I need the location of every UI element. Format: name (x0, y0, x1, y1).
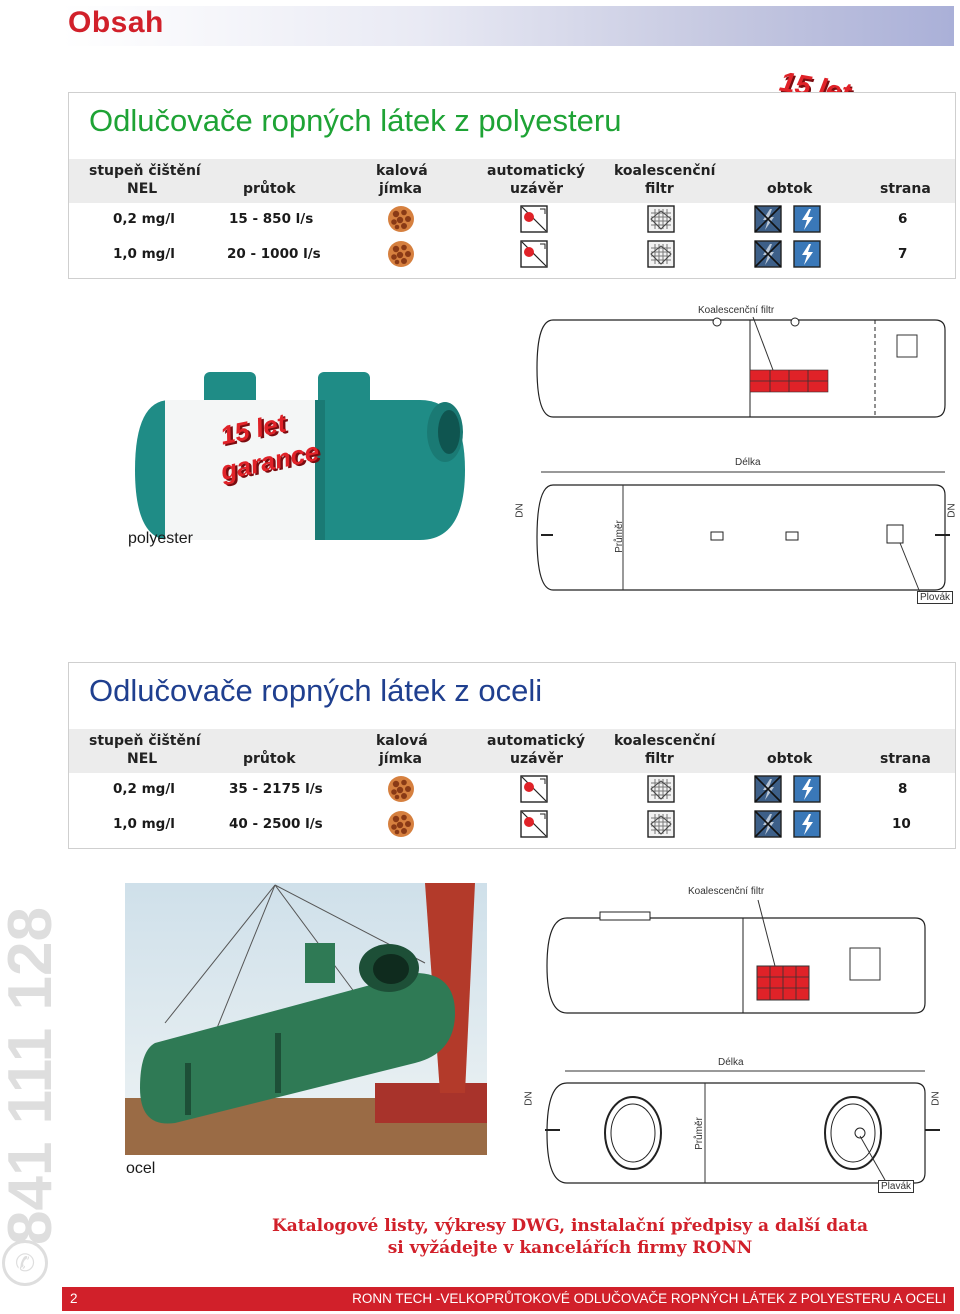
sludge-icon (387, 810, 415, 838)
col-valve-1: automatický (487, 733, 585, 749)
bypass-icon (793, 205, 821, 233)
col-sludge-2: jímka (379, 751, 422, 767)
phone-number-text: 841 111 128 (0, 907, 65, 1245)
promo-line2: si vyžádejte v kancelářích firmy RONN (387, 1238, 753, 1258)
steel-tank-photo (125, 883, 487, 1155)
page-title: Obsah (68, 6, 164, 39)
row-flow: 20 - 1000 l/s (227, 246, 321, 262)
sludge-icon (387, 775, 415, 803)
header-bar (62, 6, 954, 46)
row-nel: 0,2 mg/l (113, 211, 175, 227)
filter-icon (647, 775, 675, 803)
label-float: Plavák (878, 1180, 915, 1193)
no-bypass-icon (754, 775, 782, 803)
label-dn-left: DN (523, 1091, 535, 1106)
polyester-caption: polyester (128, 530, 193, 547)
steel-panel: Odlučovače ropných látek z oceli stupeň … (68, 662, 956, 849)
row-page: 7 (898, 246, 908, 262)
table-row: 1,0 mg/l 40 - 2500 l/s 10 (69, 809, 955, 839)
label-dn-right: DN (946, 503, 958, 518)
no-bypass-icon (754, 205, 782, 233)
table-row: 0,2 mg/l 35 - 2175 l/s 8 (69, 774, 955, 804)
no-bypass-icon (754, 240, 782, 268)
table-row: 0,2 mg/l 15 - 850 l/s 6 (69, 204, 955, 234)
row-nel: 0,2 mg/l (113, 781, 175, 797)
col-filter-1: koalescenční (614, 733, 716, 749)
row-flow: 15 - 850 l/s (229, 211, 314, 227)
label-filter: Koalescenční filtr (698, 305, 775, 316)
row-flow: 35 - 2175 l/s (229, 781, 323, 797)
steel-caption: ocel (126, 1160, 156, 1177)
filter-icon (647, 810, 675, 838)
bypass-icon (793, 775, 821, 803)
row-flow: 40 - 2500 l/s (229, 816, 323, 832)
label-length: Délka (735, 457, 761, 468)
col-sludge-1: kalová (376, 733, 428, 749)
col-valve-1: automatický (487, 163, 585, 179)
valve-icon (520, 775, 548, 803)
label-float: Plovák (917, 591, 954, 604)
steel-title: Odlučovače ropných látek z oceli (89, 673, 543, 708)
phone-number: 841 111 128 ✆ (0, 880, 68, 1290)
col-nel-1: stupeň čištění (89, 163, 201, 179)
filter-icon (647, 205, 675, 233)
steel-drawing: Koalescenční filtr Délka DN DN Průměr Pl… (505, 878, 955, 1198)
polyester-drawing: Koalescenční filtr Délka DN DN Průměr Pl… (505, 295, 958, 610)
row-nel: 1,0 mg/l (113, 246, 175, 262)
col-page: strana (880, 751, 931, 767)
page-number: 2 (70, 1291, 78, 1306)
col-valve-2: uzávěr (510, 181, 564, 197)
row-nel: 1,0 mg/l (113, 816, 175, 832)
bypass-icon (793, 240, 821, 268)
polyester-title: Odlučovače ropných látek z polyesteru (89, 103, 622, 138)
phone-icon: ✆ (2, 1240, 48, 1286)
col-nel-2: NEL (127, 751, 158, 767)
label-diameter: Průměr (693, 1117, 705, 1150)
row-page: 8 (898, 781, 908, 797)
valve-icon (520, 240, 548, 268)
bypass-icon (793, 810, 821, 838)
col-page: strana (880, 181, 931, 197)
row-page: 6 (898, 211, 908, 227)
sludge-icon (387, 240, 415, 268)
col-filter-1: koalescenční (614, 163, 716, 179)
footer-text: RONN TECH -VELKOPRŮTOKOVÉ ODLUČOVAČE ROP… (352, 1291, 946, 1306)
filter-icon (647, 240, 675, 268)
col-flow: průtok (243, 181, 296, 197)
col-flow: průtok (243, 751, 296, 767)
valve-icon (520, 205, 548, 233)
label-dn-left: DN (514, 503, 526, 518)
polyester-table-header: stupeň čištění NEL průtok kalová jímka a… (69, 159, 955, 203)
valve-icon (520, 810, 548, 838)
steel-table-header: stupeň čištění NEL průtok kalová jímka a… (69, 729, 955, 773)
col-filter-2: filtr (645, 181, 674, 197)
col-nel-2: NEL (127, 181, 158, 197)
row-page: 10 (892, 816, 911, 832)
col-sludge-2: jímka (379, 181, 422, 197)
col-sludge-1: kalová (376, 163, 428, 179)
label-dn-right: DN (930, 1091, 942, 1106)
footer-bar: 2 RONN TECH -VELKOPRŮTOKOVÉ ODLUČOVAČE R… (62, 1287, 954, 1311)
col-nel-1: stupeň čištění (89, 733, 201, 749)
label-diameter: Průměr (613, 520, 625, 553)
col-bypass: obtok (767, 751, 813, 767)
polyester-tank-photo: 15 let garance (120, 360, 490, 560)
label-filter: Koalescenční filtr (688, 886, 765, 897)
promo-line1: Katalogové listy, výkresy DWG, instalačn… (271, 1216, 869, 1236)
table-row: 1,0 mg/l 20 - 1000 l/s 7 (69, 239, 955, 269)
polyester-panel: Odlučovače ropných látek z polyesteru st… (68, 92, 956, 279)
col-bypass: obtok (767, 181, 813, 197)
sludge-icon (387, 205, 415, 233)
label-length: Délka (718, 1057, 744, 1068)
col-filter-2: filtr (645, 751, 674, 767)
no-bypass-icon (754, 810, 782, 838)
col-valve-2: uzávěr (510, 751, 564, 767)
